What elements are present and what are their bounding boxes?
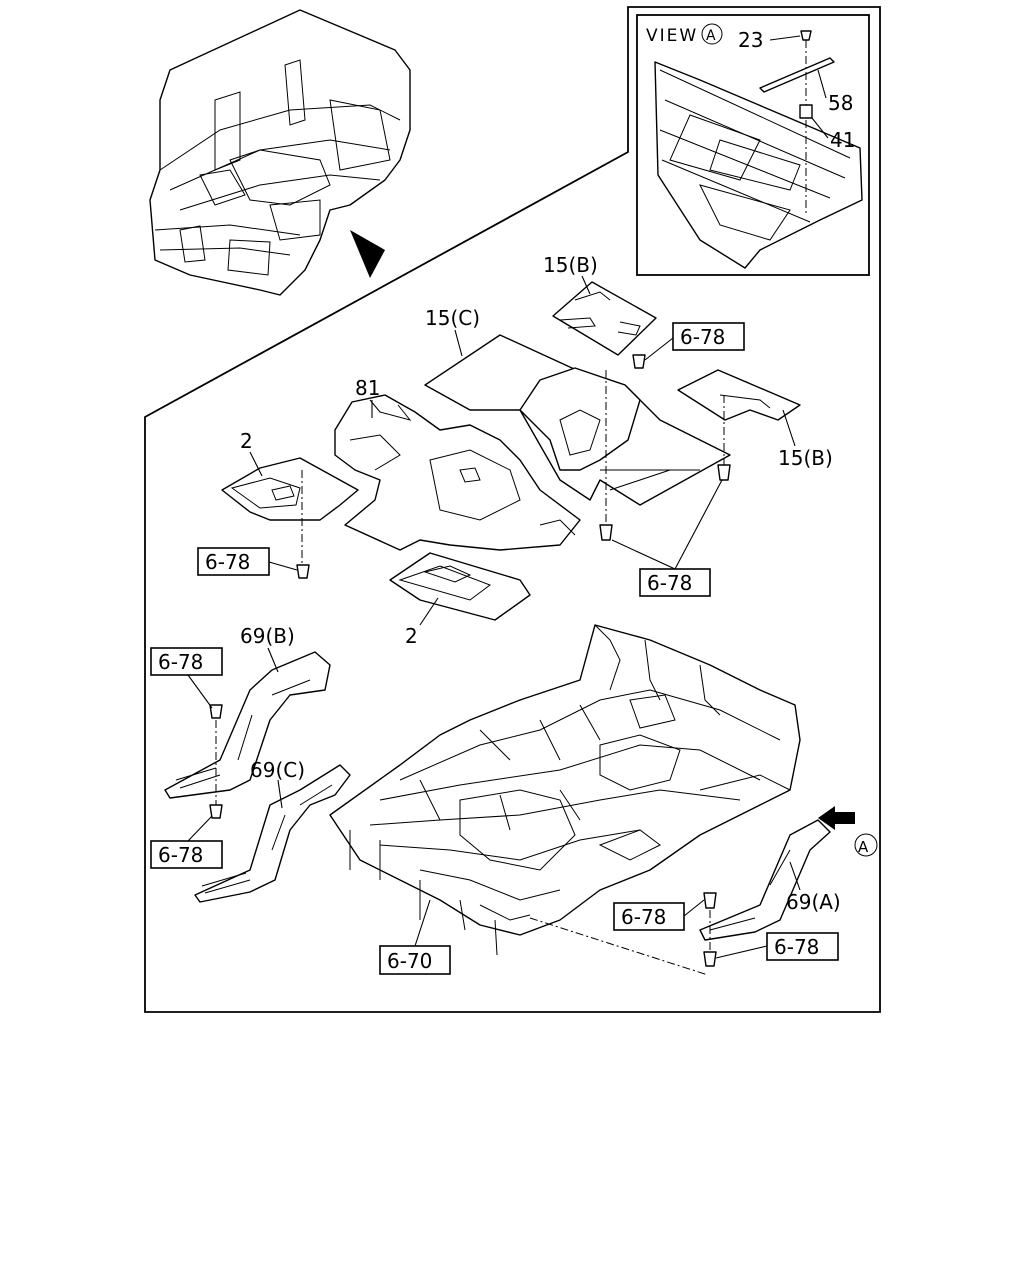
part-69a (699, 819, 831, 941)
label-81: 81 (355, 376, 380, 400)
ref-box-4[interactable]: 6-78 (150, 647, 223, 676)
ref-text: 6-78 (621, 905, 666, 929)
part-15b-right (677, 369, 801, 421)
ref-text: 6-78 (205, 550, 250, 574)
ref-box-8[interactable]: 6-70 (379, 945, 451, 975)
ref-text: 6-70 (387, 949, 432, 973)
view-title-mark: A (706, 28, 716, 44)
view-a-arrow (818, 806, 855, 830)
part-81 (334, 394, 581, 551)
ref-box-6[interactable]: 6-78 (613, 902, 685, 931)
label-58: 58 (828, 91, 853, 115)
view-title: VIEW (646, 26, 698, 46)
direction-arrow (350, 230, 385, 278)
label-15c: 15(C) (425, 306, 480, 330)
ref-box-1[interactable]: 6-78 (672, 322, 745, 351)
ref-text: 6-78 (158, 650, 203, 674)
label-41: 41 (830, 128, 855, 152)
part-69c (194, 764, 351, 903)
ref-text: 6-78 (158, 843, 203, 867)
ref-text: 6-78 (647, 571, 692, 595)
main-frame (144, 6, 881, 1013)
ref-box-7[interactable]: 6-78 (766, 932, 839, 961)
ref-box-2[interactable]: 6-78 (639, 568, 711, 597)
fastener-clips (209, 354, 731, 967)
ref-box-3[interactable]: 6-78 (197, 547, 270, 576)
label-69c: 69(C) (250, 758, 305, 782)
ref-box-5[interactable]: 6-78 (150, 840, 223, 869)
ref-text: 6-78 (680, 325, 725, 349)
view-a-inset: VIEW A 23 58 41 (636, 14, 870, 276)
part-15b-top (552, 281, 657, 356)
truck-cab-overview (149, 9, 411, 296)
label-69b: 69(B) (240, 624, 295, 648)
part-69b (164, 651, 331, 799)
label-69a: 69(A) (786, 890, 841, 914)
label-15b-right: 15(B) (778, 446, 833, 470)
floor-assembly (329, 624, 801, 956)
label-15b-top: 15(B) (543, 253, 598, 277)
label-2-top: 2 (240, 429, 253, 453)
ref-text: 6-78 (774, 935, 819, 959)
part-2-left (221, 457, 359, 521)
part-2-bottom (389, 552, 531, 621)
part-15c (424, 334, 731, 506)
label-23: 23 (738, 28, 763, 52)
view-a-mark: A (858, 838, 869, 856)
label-2-bottom: 2 (405, 624, 418, 648)
